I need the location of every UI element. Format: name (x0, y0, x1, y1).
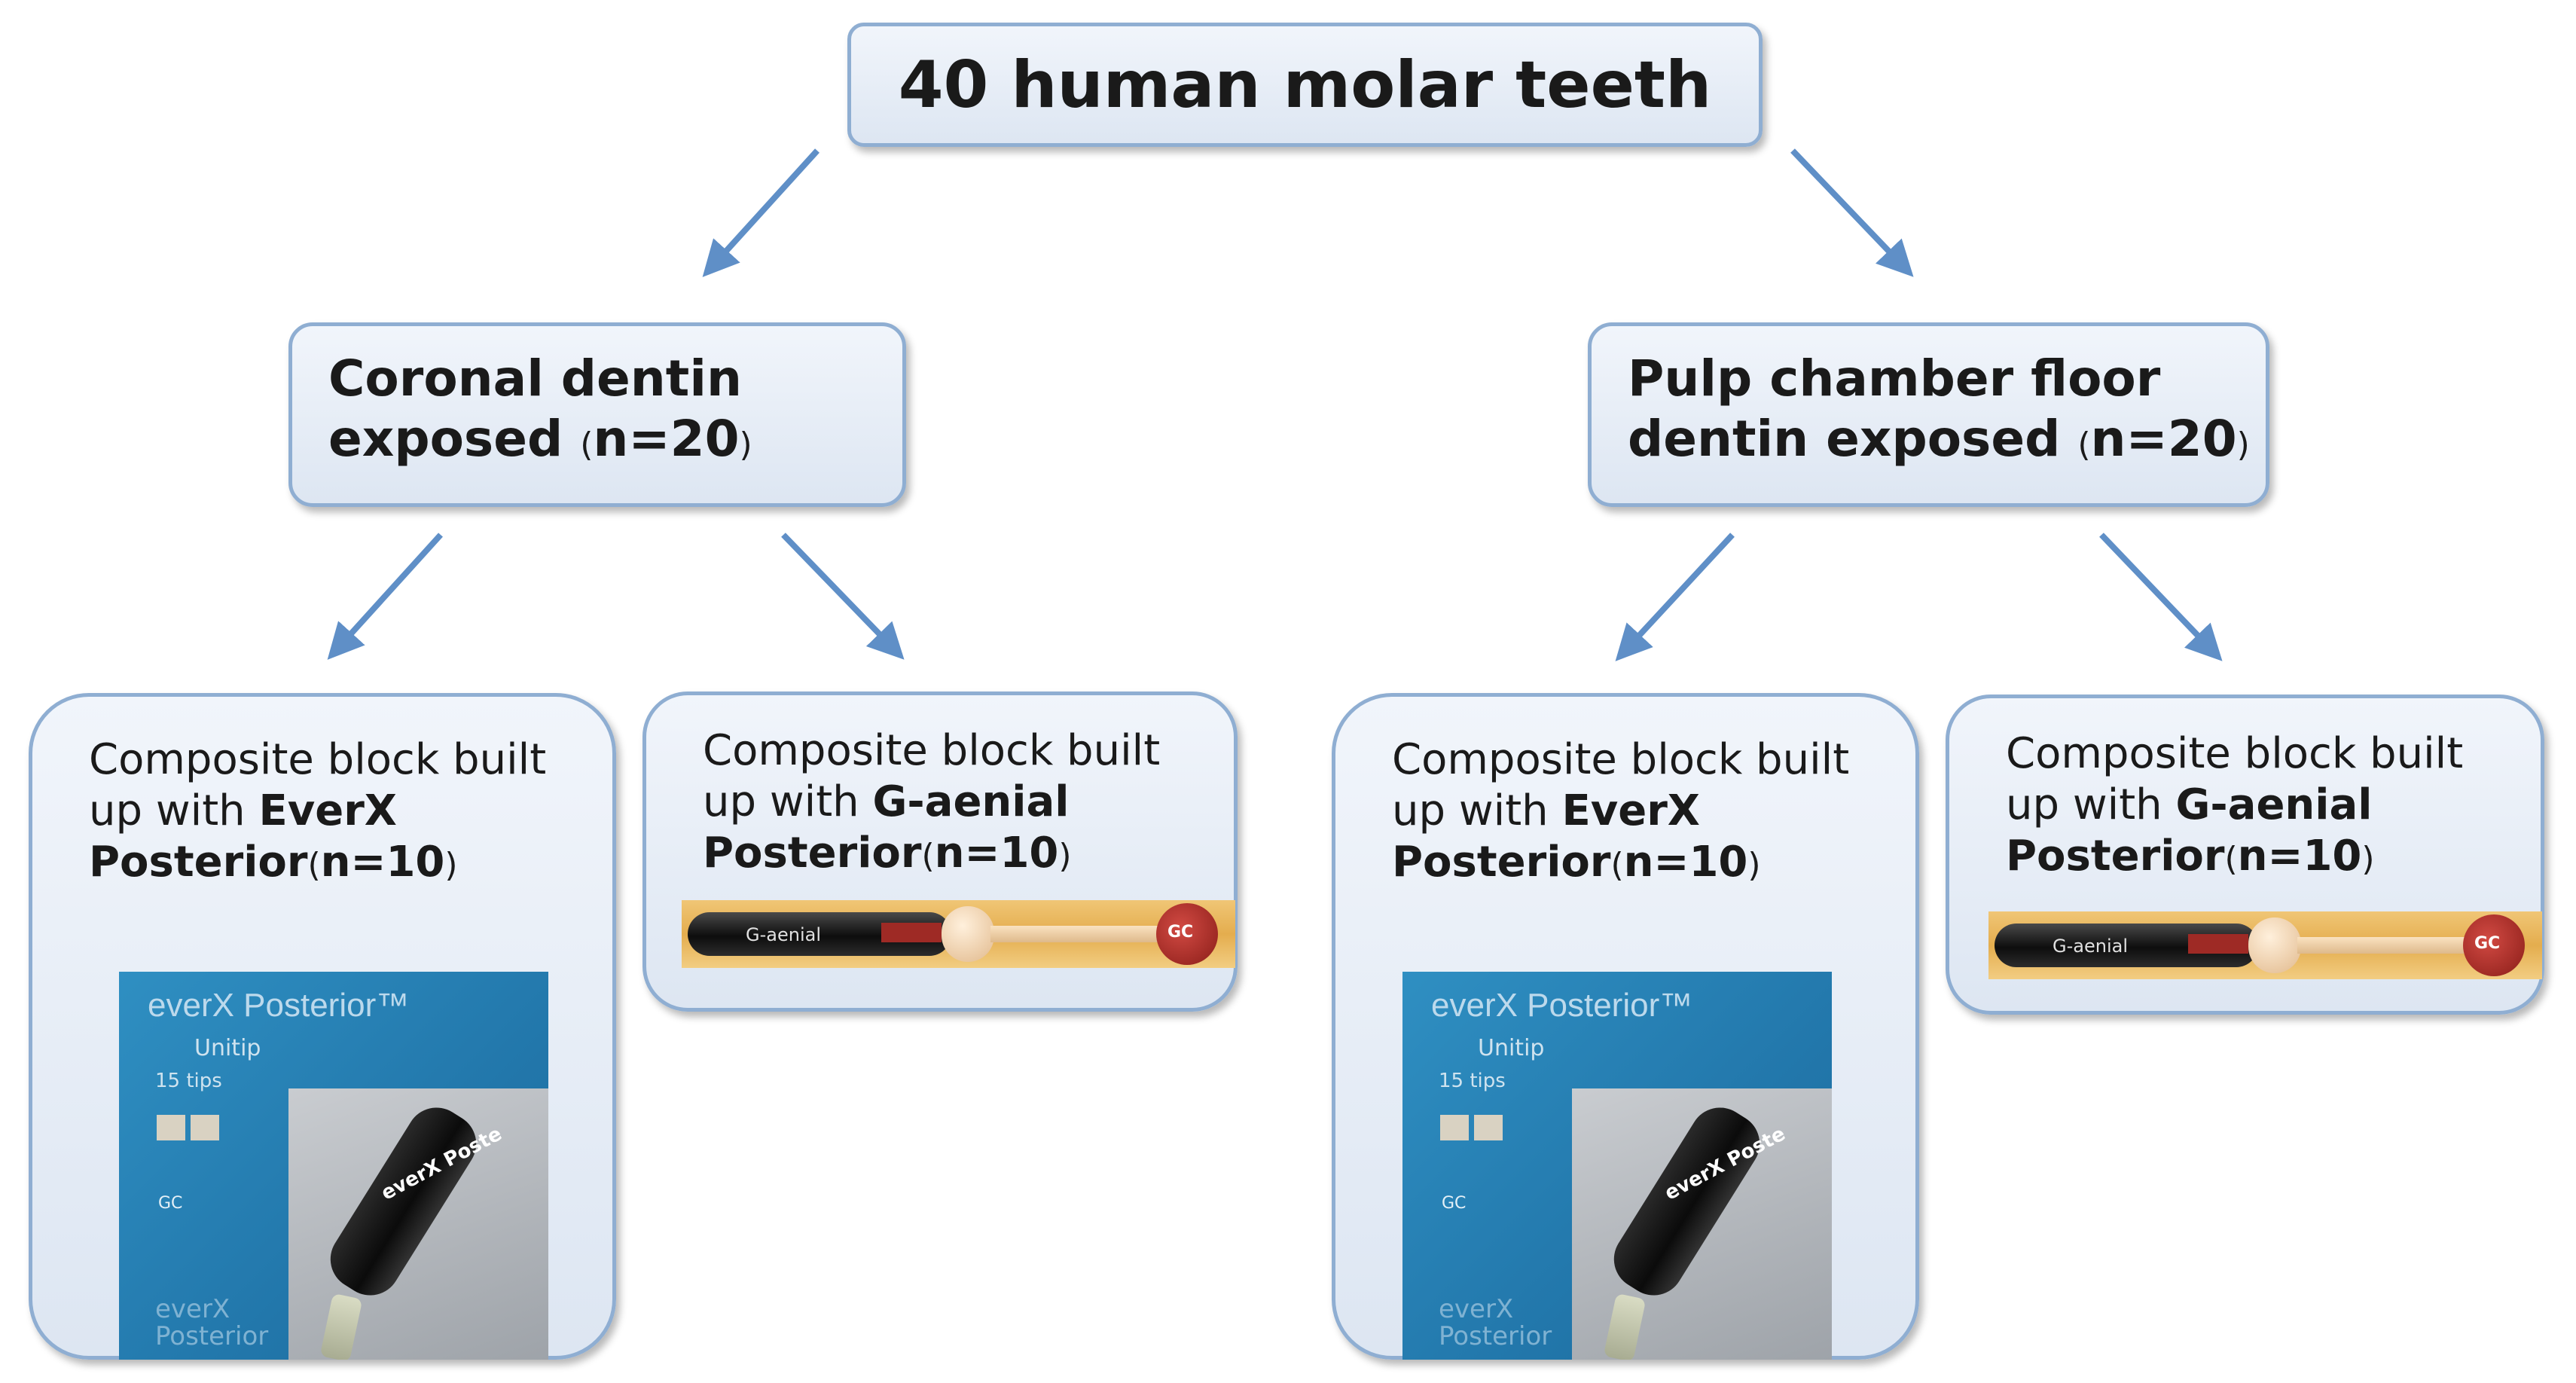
syringe-cap-lettering: GC (1167, 923, 1194, 942)
arrow-coronal-to-everx (327, 533, 443, 660)
package-lettering: Unitip (1478, 1035, 1545, 1061)
leaf-material: G-aenial (872, 777, 1070, 826)
package-brand-lettering: everX Posterior™ (1431, 987, 1693, 1024)
node-pulp-chamber-floor: Pulp chamber floor dentin exposed (n=20) (1588, 322, 2269, 507)
root-node: 40 human molar teeth (847, 23, 1763, 147)
arrow-coronal-to-gaenial (781, 533, 905, 660)
leaf-text-prefix: up with (89, 786, 259, 835)
package-lettering: 15 tips (155, 1070, 222, 1092)
g-aenial-syringe-image: G-aenial GC (682, 900, 1235, 968)
node-label-line1: Pulp chamber floor (1628, 350, 2161, 408)
leaf-text-prefix: up with (1392, 786, 1562, 835)
package-icon (157, 1115, 185, 1140)
leaf-count: n=10 (2237, 832, 2362, 881)
package-logo: GC (158, 1194, 183, 1213)
everx-posterior-package-image: everX Posterior™ Unitip 15 tips GC everX… (119, 972, 548, 1360)
syringe-plunger-rod (990, 926, 1164, 942)
leaf-text-line1: Composite block built (89, 735, 547, 784)
package-brand-lettering: everX Posterior™ (148, 987, 410, 1024)
leaf-material-name: Posterior (703, 829, 922, 878)
node-label-text: exposed (328, 410, 563, 468)
node-label-line2: exposed (n=20) (328, 410, 752, 468)
package-lettering: 15 tips (1439, 1070, 1506, 1092)
leaf-text-line2: up with EverX (1392, 786, 1915, 837)
syringe-plunger-rod (2297, 937, 2471, 954)
leaf-text-line2: up with EverX (89, 786, 612, 837)
package-icon (1474, 1115, 1503, 1140)
leaf-count: n=10 (1623, 838, 1748, 887)
g-aenial-syringe-image: G-aenial GC (1988, 911, 2542, 979)
leaf-material: G-aenial (2175, 780, 2373, 829)
arrow-pulp-to-everx (1615, 533, 1735, 661)
arrow-root-to-pulp (1790, 148, 1914, 277)
node-label-line2: dentin exposed (n=20) (1628, 410, 2250, 468)
arrow-pulp-to-gaenial (2099, 533, 2223, 661)
leaf-text-line2: up with G-aenial (703, 777, 1234, 828)
arrow-root-to-coronal (702, 148, 819, 277)
package-icon (1440, 1115, 1469, 1140)
leaf-material: EverX (1561, 786, 1700, 835)
leaf-text-line3: Posterior(n=10) (1392, 838, 1761, 887)
leaf-text-line3: Posterior(n=10) (703, 829, 1072, 878)
node-coronal-dentin: Coronal dentin exposed (n=20) (288, 322, 906, 507)
leaf-count: n=10 (320, 838, 445, 887)
leaf-text-line3: Posterior(n=10) (89, 838, 458, 887)
syringe-label-band (2188, 934, 2248, 954)
syringe-cap (1156, 903, 1218, 965)
leaf-text-line3: Posterior(n=10) (2006, 832, 2375, 881)
leaf-material-name: Posterior (89, 838, 308, 887)
syringe-label-band (881, 923, 942, 942)
leaf-text-line1: Composite block built (703, 726, 1161, 775)
leaf-material: EverX (258, 786, 397, 835)
package-logo: GC (1442, 1194, 1467, 1213)
everx-posterior-package-image: everX Posterior™ Unitip 15 tips GC everX… (1402, 972, 1832, 1360)
syringe-lettering: G-aenial (2053, 936, 2128, 957)
syringe-cap-lettering: GC (2474, 934, 2501, 953)
leaf-material-name: Posterior (2006, 832, 2225, 881)
leaf-text-line2: up with G-aenial (2006, 780, 2541, 831)
package-lettering: Unitip (194, 1035, 261, 1061)
syringe-lettering: G-aenial (746, 924, 821, 945)
leaf-text-line1: Composite block built (2006, 729, 2464, 778)
leaf-material-name: Posterior (1392, 838, 1611, 887)
leaf-count: n=10 (934, 829, 1059, 878)
node-label-line1: Coronal dentin (328, 350, 742, 408)
leaf-text-line1: Composite block built (1392, 735, 1850, 784)
node-label-text: dentin exposed (1628, 410, 2061, 468)
leaf-text-prefix: up with (2006, 780, 2176, 829)
node-count: n=20 (2090, 410, 2237, 468)
syringe-plunger-knob (2248, 917, 2301, 973)
package-icon (191, 1115, 219, 1140)
root-label: 40 human molar teeth (898, 47, 1712, 123)
leaf-text-prefix: up with (703, 777, 873, 826)
syringe-plunger-knob (942, 906, 994, 962)
node-count: n=20 (593, 410, 740, 468)
syringe-cap (2463, 914, 2525, 976)
